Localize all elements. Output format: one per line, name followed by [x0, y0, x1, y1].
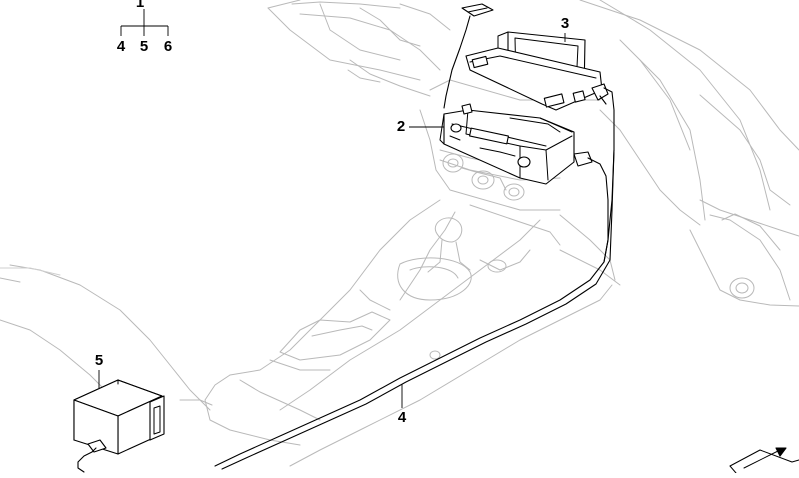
diagonal-arrow-icon [729, 447, 799, 474]
callout-3-label: 3 [561, 15, 569, 32]
cable-harness-part [77, 149, 615, 473]
callout-5-box-label: 5 [95, 352, 103, 369]
head-unit-part [439, 103, 609, 263]
callout-4-label: 4 [117, 38, 126, 55]
callout-5-label: 5 [140, 38, 148, 55]
callout-5-box: 5 [95, 352, 103, 388]
callout-4-cable-label: 4 [398, 409, 407, 426]
center-console-outline [0, 199, 621, 467]
callout-group-top-left: 1 4 5 6 [117, 0, 172, 55]
monitor-display-part [443, 3, 615, 241]
callout-2: 2 [397, 118, 444, 135]
callout-1-label: 1 [136, 0, 144, 11]
callout-6-label: 6 [164, 38, 172, 55]
module-box-part [73, 379, 165, 455]
callout-2-label: 2 [397, 118, 405, 135]
callout-4-cable: 4 [398, 384, 407, 426]
callout-3: 3 [561, 15, 569, 42]
